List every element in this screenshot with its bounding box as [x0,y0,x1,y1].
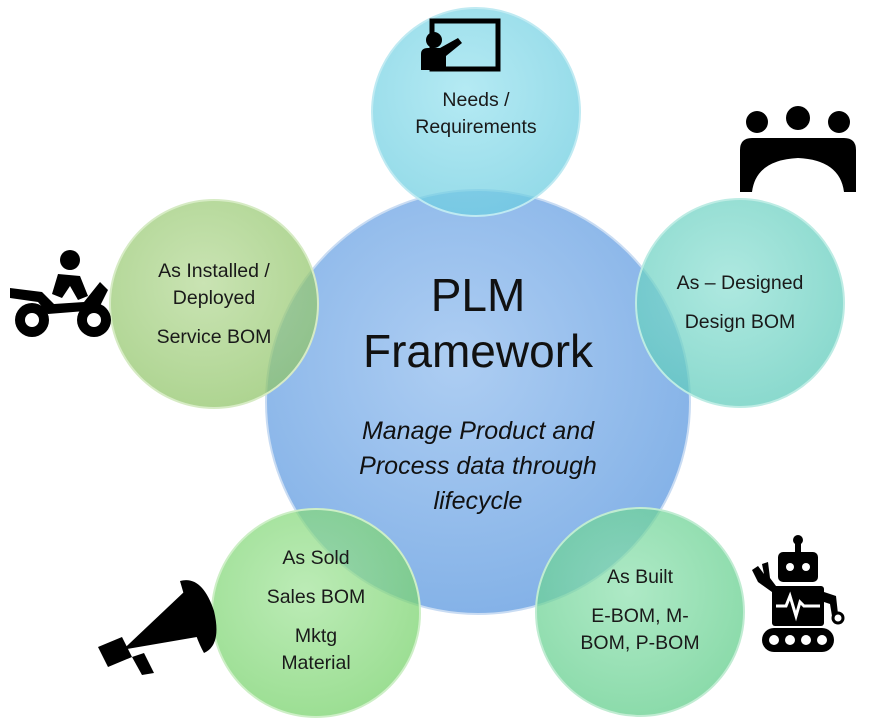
installed-label: As Installed / Deployed Service BOM [126,258,302,351]
designed-line2: Design BOM [684,311,796,333]
sold-line1: As Sold [282,547,350,569]
robot-icon [752,535,845,652]
center-title-line1: PLM [430,269,526,321]
built-line2: E-BOM, M- [591,605,689,627]
built-line1: As Built [606,566,674,588]
team-meeting-icon [740,106,856,192]
designed-circle [635,198,845,408]
sold-line3: Mktg [294,625,338,647]
needs-line2: Requirements [415,116,537,138]
center-tagline-line2: Process data through [359,452,597,480]
center-tagline-line3: lifecycle [433,487,523,515]
designed-line1: As – Designed [676,272,804,294]
center-title-line2: Framework [362,325,594,377]
needs-label: Needs / Requirements [396,87,556,141]
installed-circle [109,199,319,409]
sold-line4: Material [281,652,351,674]
presentation-icon [421,18,501,72]
center-title: PLM Framework [328,267,628,379]
installed-line3: Service BOM [156,326,272,348]
designed-label: As – Designed Design BOM [650,270,830,336]
built-line3: BOM, P-BOM [580,632,700,654]
built-circle [535,507,745,717]
center-tagline: Manage Product and Process data through … [318,414,638,519]
installed-line1: As Installed / [158,260,270,282]
installed-line2: Deployed [172,287,256,309]
sold-label: As Sold Sales BOM Mktg Material [236,545,396,677]
built-label: As Built E-BOM, M- BOM, P-BOM [560,564,720,657]
needs-line1: Needs / [442,89,510,111]
motorcycle-rider-icon [10,250,111,337]
sold-line2: Sales BOM [266,586,366,608]
megaphone-icon [98,580,217,675]
center-tagline-line1: Manage Product and [361,417,595,445]
